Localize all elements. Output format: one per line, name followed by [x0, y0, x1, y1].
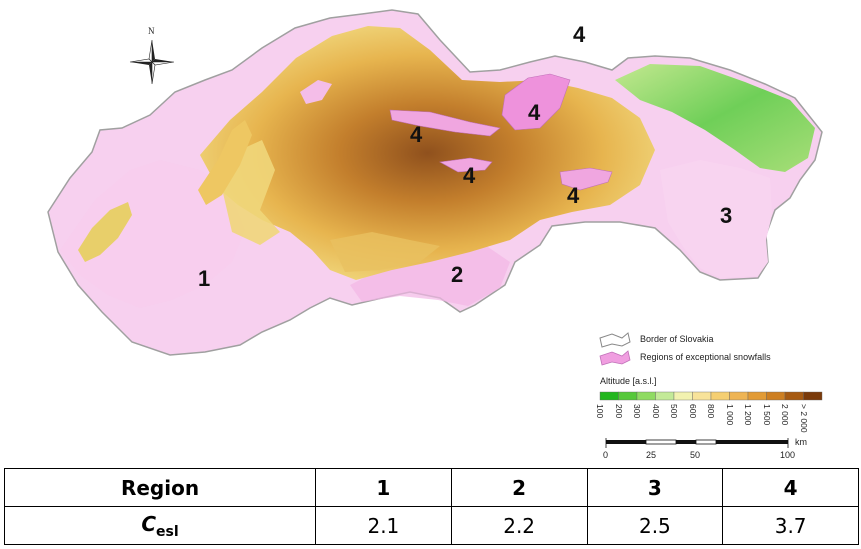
table-header-2: 2: [450, 468, 588, 507]
legend-border-swatch: [599, 332, 631, 348]
region-1-area: [60, 160, 245, 308]
altitude-tick-label: 100: [595, 404, 605, 419]
region-label-1: 1: [198, 266, 211, 291]
table-header-row: Region 1 2 3 4: [4, 468, 859, 507]
table-row: Cesl 2.1 2.2 2.5 3.7: [4, 506, 859, 545]
region-2-area: [350, 245, 510, 306]
altitude-tick-label: 300: [632, 404, 642, 419]
region-label-4-a: 4: [528, 100, 541, 125]
region-4-pocket-1: [501, 73, 571, 131]
region-label-2: 2: [451, 262, 464, 287]
scale-unit: km: [795, 437, 807, 447]
region-label-4-b: 4: [410, 122, 423, 147]
map-canvas: [47, 9, 823, 448]
scale-tick-0: 0: [603, 450, 609, 460]
altitude-swatch: [673, 391, 693, 401]
altitude-tick-label: 800: [706, 404, 716, 419]
cesl-table: Region 1 2 3 4 Cesl 2.1 2.2 2.5 3.7: [4, 468, 859, 545]
region-4-pocket-3: [439, 157, 493, 173]
altitude-tick-label: 1 200: [743, 404, 753, 426]
legend-snow-label: Regions of exceptional snowfalls: [640, 352, 771, 362]
altitude-tick-label: 200: [613, 404, 624, 419]
altitude-tick-label: 1 000: [724, 404, 735, 426]
table-cell-2: 2.2: [450, 506, 588, 545]
region-label-4-north: 4: [573, 22, 586, 47]
table-cell-3: 2.5: [586, 506, 724, 545]
west-ridge-2: [198, 120, 252, 205]
snow-region-map: N 1 2 3 4 4 4 4 4 Border of Slovakia Reg…: [47, 9, 823, 460]
region-4-pocket-2: [389, 109, 501, 137]
table-header-region: Region: [4, 468, 316, 507]
compass-icon: [129, 39, 175, 85]
altitude-swatch: [766, 391, 786, 401]
altitude-swatch: [803, 391, 823, 401]
region-4-pocket-4: [559, 167, 613, 191]
west-ridge: [78, 202, 132, 262]
table-cell-4: 3.7: [722, 506, 859, 545]
region-label-3: 3: [720, 203, 733, 228]
table-header-1: 1: [315, 468, 452, 507]
altitude-tick-label: 500: [669, 404, 679, 419]
altitude-swatch: [747, 391, 767, 401]
region-4-pocket-5: [300, 80, 332, 104]
scale-tick-25: 25: [646, 450, 657, 460]
cesl-subscript: esl: [156, 523, 179, 540]
altitude-swatch: [636, 391, 656, 401]
table-row-label: Cesl: [4, 506, 316, 545]
altitude-tick-label: 600: [687, 404, 698, 419]
table-header-4: 4: [722, 468, 859, 507]
altitude-tick-label: 400: [650, 404, 661, 419]
altitude-swatch: [599, 391, 619, 401]
altitude-swatch: [710, 391, 730, 401]
altitude-swatch: [692, 391, 712, 401]
altitude-swatch: [655, 391, 675, 401]
scale-tick-100: 100: [780, 450, 796, 460]
legend-border-label: Border of Slovakia: [640, 334, 714, 344]
scale-bar: [605, 438, 789, 448]
table-header-3: 3: [586, 468, 724, 507]
scale-tick-50: 50: [690, 450, 701, 460]
region-3-area: [660, 160, 772, 278]
compass-north-label: N: [148, 26, 155, 36]
altitude-swatch: [618, 391, 638, 401]
altitude-tick-label: > 2 000: [798, 404, 809, 433]
altitude-swatch: [729, 391, 749, 401]
table-cell-1: 2.1: [315, 506, 452, 545]
altitude-title: Altitude [a.s.l.]: [600, 376, 657, 386]
southern-hills: [330, 232, 440, 272]
cesl-symbol: C: [141, 511, 157, 536]
east-hills: [615, 64, 815, 172]
legend-snow-swatch: [599, 350, 631, 366]
region-label-4-d: 4: [567, 183, 580, 208]
altitude-tick-label: 1 500: [761, 404, 772, 426]
altitude-color-bar: [599, 391, 823, 401]
altitude-swatch: [784, 391, 804, 401]
altitude-tick-label: 2 000: [780, 404, 790, 426]
region-label-4-c: 4: [463, 163, 476, 188]
